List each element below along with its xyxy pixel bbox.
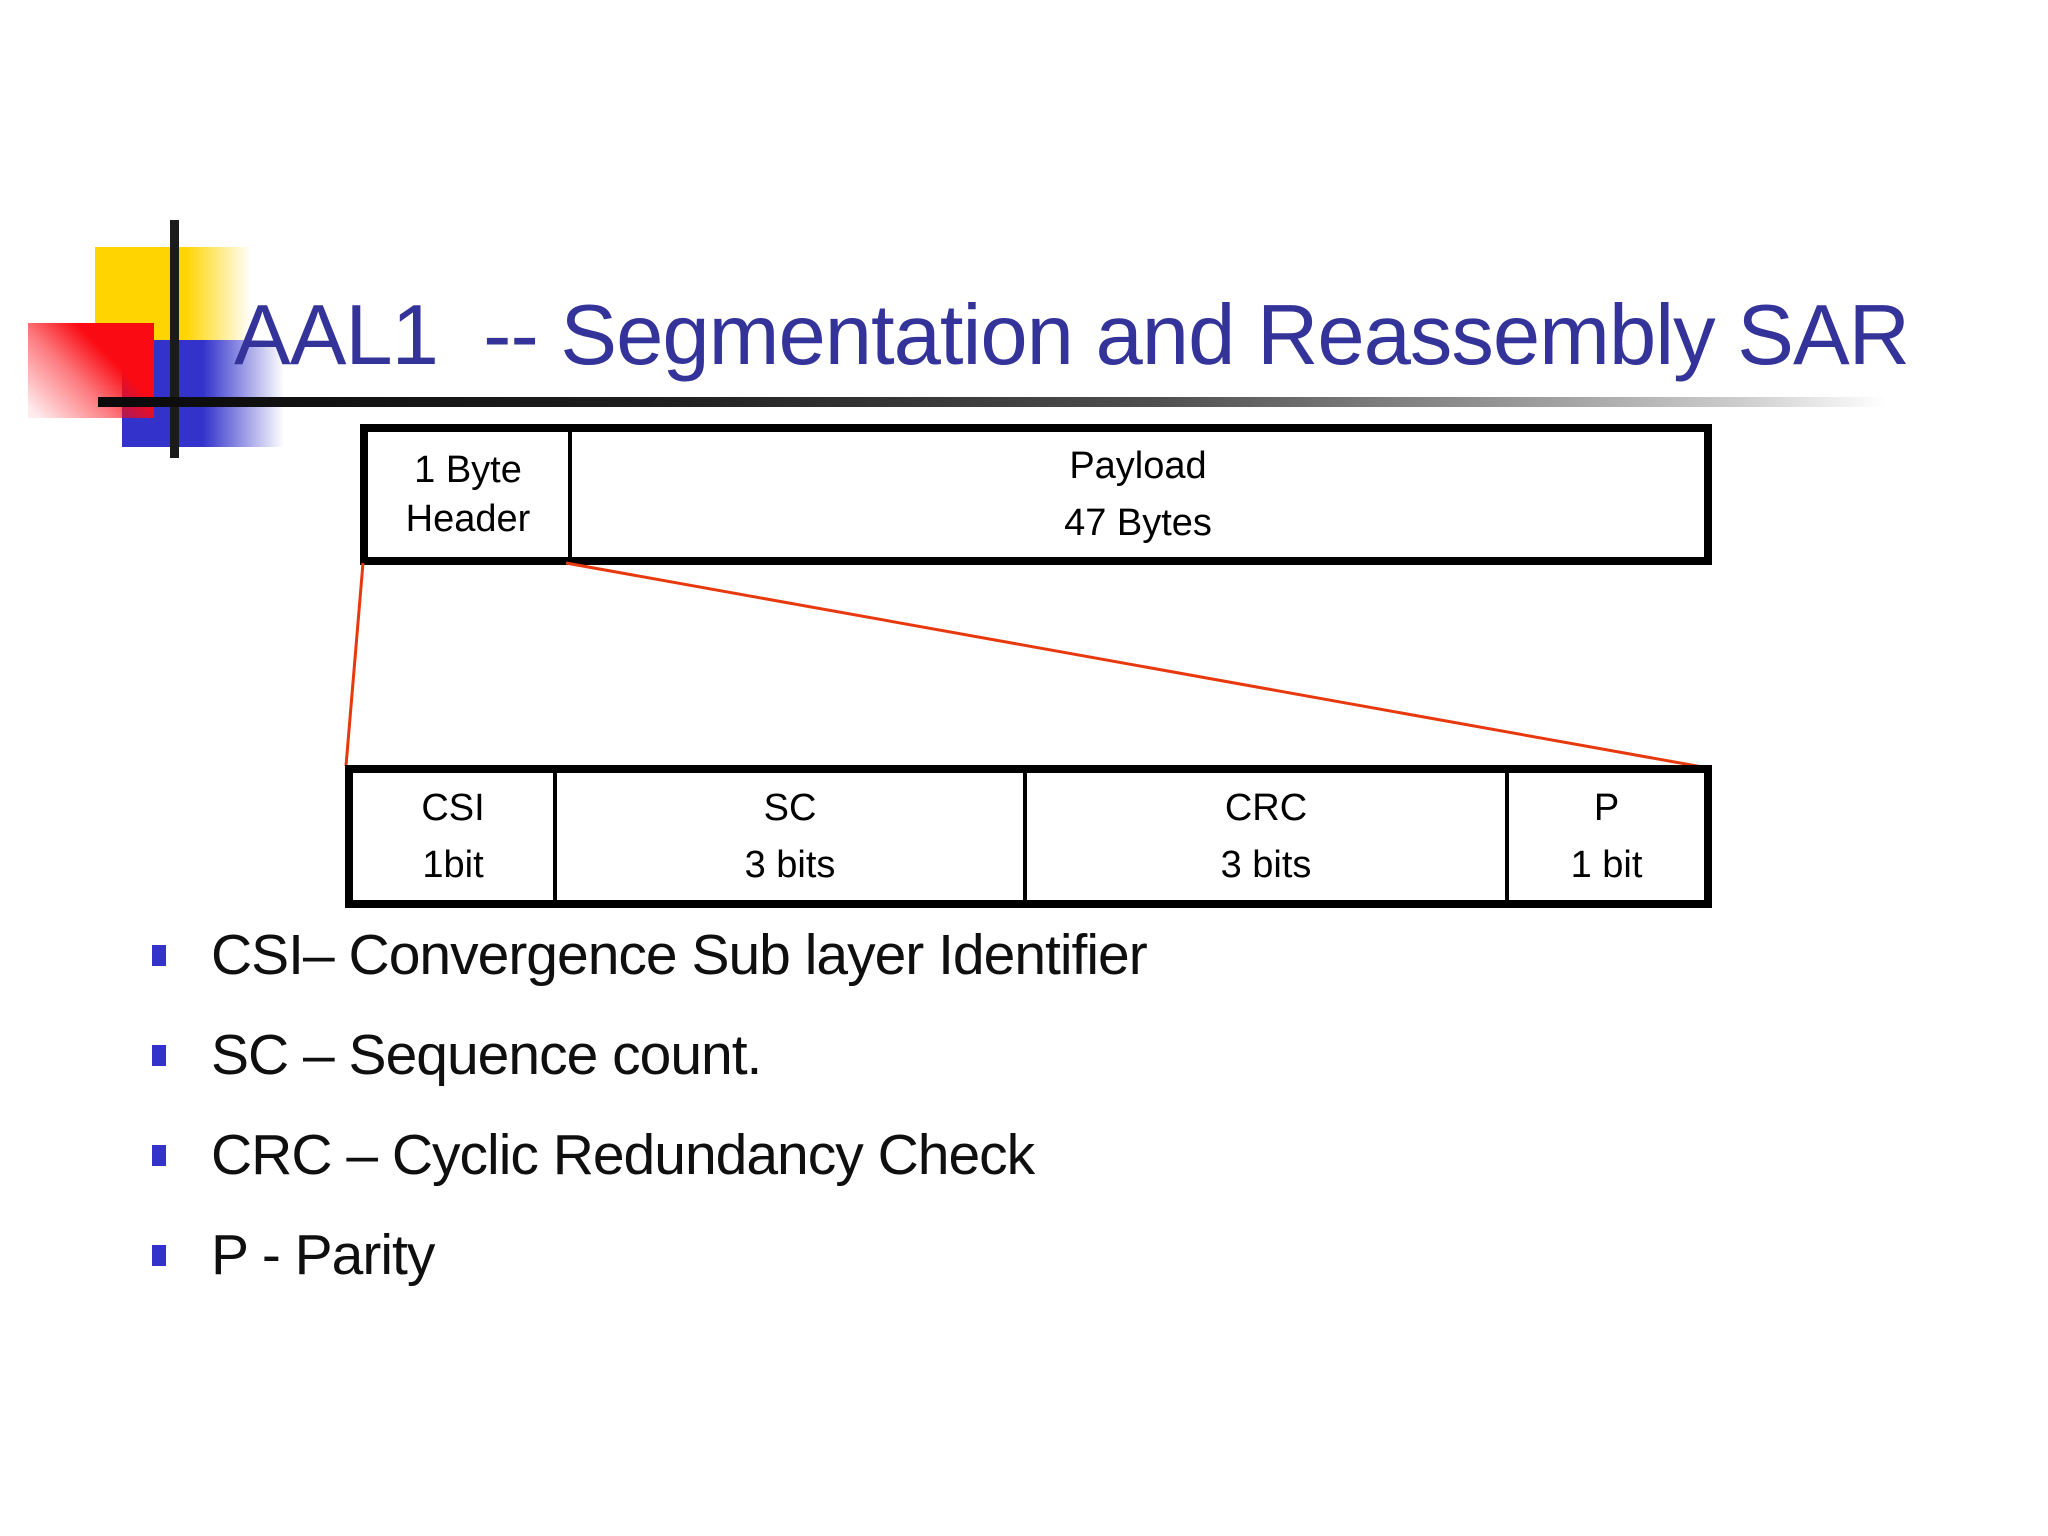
connector-line-right — [565, 561, 1709, 770]
connector-line-left — [344, 562, 365, 767]
sar-field-sc: SC 3 bits — [557, 773, 1027, 900]
sar-field-csi-size: 1bit — [422, 843, 484, 886]
title-underline-bar — [98, 397, 1923, 407]
cell-payload-line2: 47 Bytes — [1064, 501, 1212, 544]
cell-header-line1: 1 Byte — [414, 448, 522, 491]
slide-title: AAL1 -- Segmentation and Reassembly SAR — [234, 288, 1910, 383]
sar-field-crc-name: CRC — [1224, 786, 1308, 829]
bullet-item-sc: SC – Sequence count. — [152, 1005, 1147, 1105]
cell-header-field: 1 Byte Header — [368, 432, 572, 557]
sar-field-p: P 1 bit — [1509, 773, 1704, 900]
bullet-square-icon — [152, 1044, 166, 1066]
sar-header-diagram: CSI 1bit SC 3 bits CRC 3 bits P 1 bit — [345, 765, 1712, 908]
logo-vertical-line — [170, 220, 179, 458]
bullet-text-sc: SC – Sequence count. — [211, 1023, 762, 1087]
bullet-item-crc: CRC – Cyclic Redundancy Check — [152, 1105, 1147, 1205]
sar-field-p-name: P — [1593, 786, 1620, 829]
cell-payload-line1: Payload — [1069, 444, 1207, 487]
bullet-square-icon — [152, 944, 166, 966]
atm-cell-diagram: 1 Byte Header Payload 47 Bytes — [360, 424, 1712, 565]
sar-field-crc: CRC 3 bits — [1027, 773, 1509, 900]
sar-field-sc-name: SC — [763, 786, 817, 829]
sar-field-csi: CSI 1bit — [353, 773, 557, 900]
bullet-text-p: P - Parity — [211, 1223, 435, 1287]
cell-header-line2: Header — [405, 497, 531, 540]
bullet-text-crc: CRC – Cyclic Redundancy Check — [211, 1123, 1035, 1187]
sar-field-csi-name: CSI — [421, 786, 485, 829]
sar-field-p-size: 1 bit — [1570, 843, 1643, 886]
bullet-text-csi: CSI– Convergence Sub layer Identifier — [211, 923, 1148, 987]
bullet-square-icon — [152, 1244, 166, 1266]
bullet-item-csi: CSI– Convergence Sub layer Identifier — [152, 905, 1148, 1005]
sar-field-crc-size: 3 bits — [1220, 843, 1312, 886]
bullet-list: CSI– Convergence Sub layer Identifier SC… — [152, 905, 1148, 1305]
sar-field-sc-size: 3 bits — [744, 843, 836, 886]
bullet-square-icon — [152, 1144, 166, 1166]
cell-payload-field: Payload 47 Bytes — [572, 432, 1704, 557]
bullet-item-p: P - Parity — [152, 1205, 1147, 1305]
